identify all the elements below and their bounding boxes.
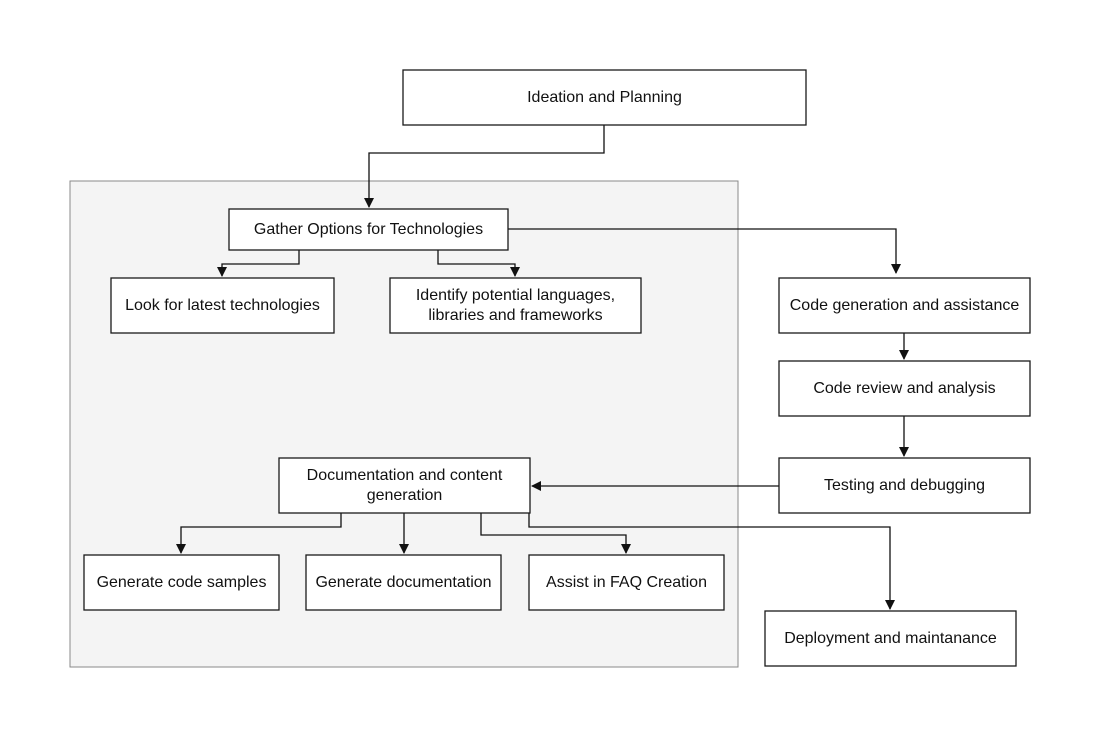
node-testing-box	[778, 457, 1031, 514]
edges-layer	[176, 125, 909, 610]
node-identify: Identify potential languages, libraries a…	[389, 277, 642, 334]
node-review-box	[778, 360, 1031, 417]
node-testing: Testing and debugging	[778, 457, 1031, 514]
node-documentation-label: generation	[367, 487, 443, 504]
node-codegen-label: Code generation and assistance	[790, 297, 1020, 314]
node-samples-label: Generate code samples	[97, 574, 267, 591]
node-gather-box	[228, 208, 509, 251]
node-gendoc-label: Generate documentation	[315, 574, 491, 591]
arrow-ideation-to-gather	[364, 125, 605, 208]
node-identify-label: libraries and frameworks	[428, 307, 602, 324]
node-documentation: Documentation and content generation	[278, 457, 531, 514]
node-ideation-box	[402, 69, 807, 126]
node-faq: Assist in FAQ Creation	[528, 554, 725, 611]
node-identify-label: Identify potential languages,	[416, 287, 615, 304]
node-deploy: Deployment and maintanance	[764, 610, 1017, 667]
node-faq-label: Assist in FAQ Creation	[546, 574, 707, 591]
node-ideation-label: Ideation and Planning	[527, 89, 682, 106]
node-deploy-label: Deployment and maintanance	[784, 630, 997, 647]
node-gather-label: Gather Options for Technologies	[254, 221, 483, 238]
arrow-documentation-to-faq	[480, 513, 631, 554]
node-gather: Gather Options for Technologies	[228, 208, 509, 251]
node-samples-box	[83, 554, 280, 611]
node-codegen-box	[778, 277, 1031, 334]
node-latest-label: Look for latest technologies	[125, 297, 320, 314]
node-gendoc-box	[305, 554, 502, 611]
node-latest-box	[110, 277, 335, 334]
node-documentation-box	[278, 457, 531, 514]
node-latest: Look for latest technologies	[110, 277, 335, 334]
node-review-label: Code review and analysis	[813, 380, 995, 397]
arrow-documentation-to-deploy	[528, 513, 895, 610]
node-samples: Generate code samples	[83, 554, 280, 611]
arrow-documentation-to-samples	[176, 513, 342, 554]
node-ideation: Ideation and Planning	[402, 69, 807, 126]
node-review: Code review and analysis	[778, 360, 1031, 417]
node-gendoc: Generate documentation	[305, 554, 502, 611]
node-identify-box	[389, 277, 642, 334]
arrow-gather-to-identify	[437, 250, 520, 277]
arrow-gather-to-codegen	[508, 228, 901, 274]
node-documentation-label: Documentation and content	[307, 467, 503, 484]
node-codegen: Code generation and assistance	[778, 277, 1031, 334]
arrow-gather-to-latest	[217, 250, 300, 277]
node-testing-label: Testing and debugging	[824, 477, 985, 494]
node-faq-box	[528, 554, 725, 611]
node-deploy-box	[764, 610, 1017, 667]
